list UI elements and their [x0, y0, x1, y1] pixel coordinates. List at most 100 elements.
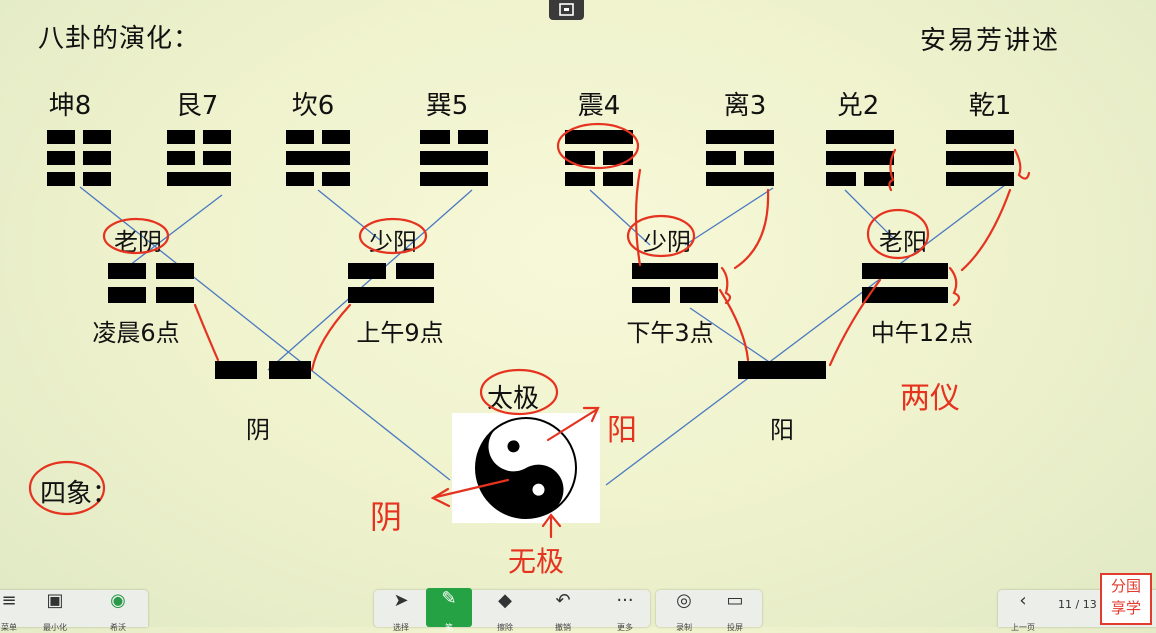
trigram-symbol-kun	[47, 130, 111, 188]
more-button[interactable]: ··· 更多	[602, 590, 648, 632]
annotation-yang: 阳	[607, 413, 637, 448]
branch-line	[844, 189, 896, 241]
annotation-yin: 阴	[370, 498, 403, 536]
record-icon: ◎	[676, 590, 692, 611]
pen-icon: ✎	[441, 588, 457, 609]
taiji-symbol-card	[452, 413, 600, 523]
line-segment	[632, 263, 718, 279]
branch-line	[267, 189, 473, 371]
yang-line	[862, 263, 948, 279]
xiang-symbol-laoyang	[862, 263, 948, 305]
line-segment	[738, 361, 826, 379]
trigram-symbol-qian	[946, 130, 1014, 188]
yin-line	[348, 263, 434, 279]
stamp-line2: 享学	[1110, 599, 1141, 617]
arrowhead	[541, 513, 562, 528]
trigram-label-zhen: 震4	[577, 91, 621, 121]
trigram-symbol-kan	[286, 130, 350, 188]
eraser-button[interactable]: ◆ 擦除	[482, 590, 528, 632]
line-segment	[565, 151, 595, 165]
line-segment	[420, 151, 488, 165]
yin-line	[826, 172, 894, 186]
minimize-button[interactable]: ▣ 最小化	[32, 590, 78, 632]
line-segment	[706, 172, 774, 186]
stroke	[718, 288, 750, 362]
caption: 更多	[617, 623, 633, 632]
pen-button[interactable]: ✎ 笔	[426, 588, 472, 632]
record-button[interactable]: ◎ 录制	[661, 590, 707, 632]
screen-icon: ▭	[726, 590, 744, 611]
chevron-left-icon: ‹	[1019, 590, 1027, 611]
caption: 投屏	[727, 623, 743, 632]
yin-line	[632, 287, 718, 303]
annotation-liangyi: 两仪	[900, 381, 960, 416]
toolbar-record: ◎ 录制 ▭ 投屏	[656, 590, 762, 632]
line-segment	[826, 172, 856, 186]
brace	[720, 266, 732, 305]
brand-stamp: 分国 享学	[1100, 573, 1152, 625]
select-button[interactable]: ➤ 选择	[378, 590, 424, 632]
trigram-symbol-li	[706, 130, 774, 188]
line-segment	[632, 287, 670, 303]
caption: 选择	[393, 623, 409, 632]
screen-button[interactable]: ▭ 投屏	[712, 590, 758, 632]
yin-line	[706, 151, 774, 165]
circle-zhen	[556, 122, 640, 170]
yang-line	[946, 151, 1014, 165]
yin-line	[286, 130, 350, 144]
undo-icon: ↶	[555, 590, 571, 611]
more-icon: ···	[616, 590, 634, 611]
yang-line	[946, 130, 1014, 144]
menu-button[interactable]: ≡ 菜单	[0, 590, 32, 632]
line-segment	[396, 263, 434, 279]
yang-line	[420, 151, 488, 165]
branch-line	[79, 186, 451, 481]
yi-label-yang: 阳	[770, 416, 794, 444]
yin-line	[565, 172, 633, 186]
trigram-label-kan: 坎6	[291, 91, 335, 121]
yin-line	[215, 361, 311, 379]
arrow-yin	[434, 478, 510, 499]
undo-button[interactable]: ↶ 撤销	[540, 590, 586, 632]
yi-symbol-yang	[738, 361, 826, 379]
line-segment	[864, 172, 894, 186]
line-segment	[420, 172, 488, 186]
caption: 撤销	[555, 623, 571, 632]
trigram-label-xun: 巽5	[425, 91, 469, 121]
line-segment	[946, 172, 1014, 186]
page-indicator: 11 / 13	[1058, 598, 1097, 611]
trigram-symbol-gen	[167, 130, 231, 188]
taiji-icon	[475, 417, 577, 519]
line-segment	[706, 151, 736, 165]
prev-page-button[interactable]: ‹ 上一页	[1000, 590, 1046, 632]
trigram-symbol-dui	[826, 130, 894, 188]
time-label-laoyin: 凌晨6点	[92, 319, 180, 347]
line-segment	[82, 130, 111, 144]
branch-line	[589, 189, 651, 246]
screen-capture-button[interactable]	[549, 0, 584, 20]
line-segment	[706, 130, 774, 144]
circle-laoyang	[866, 208, 930, 260]
yin-line	[47, 130, 111, 144]
line-segment	[47, 130, 76, 144]
app-logo-button[interactable]: ◉ 希沃	[95, 590, 141, 632]
yin-line	[167, 151, 231, 165]
time-label-shaoyin: 下午3点	[626, 319, 714, 347]
branch-line	[317, 189, 381, 241]
yang-line	[862, 287, 948, 303]
stroke	[634, 168, 642, 267]
stroke	[193, 303, 220, 362]
line-segment	[420, 130, 450, 144]
line-segment	[348, 263, 386, 279]
circle-shaoyang	[358, 217, 428, 255]
branch-line	[605, 184, 1006, 486]
line-segment	[286, 172, 315, 186]
branch-line	[689, 307, 779, 369]
yin-line	[420, 130, 488, 144]
yang-line	[286, 151, 350, 165]
trigram-label-dui: 兑2	[836, 91, 880, 121]
arrowhead	[430, 487, 451, 508]
yang-line	[420, 172, 488, 186]
yin-line	[286, 172, 350, 186]
